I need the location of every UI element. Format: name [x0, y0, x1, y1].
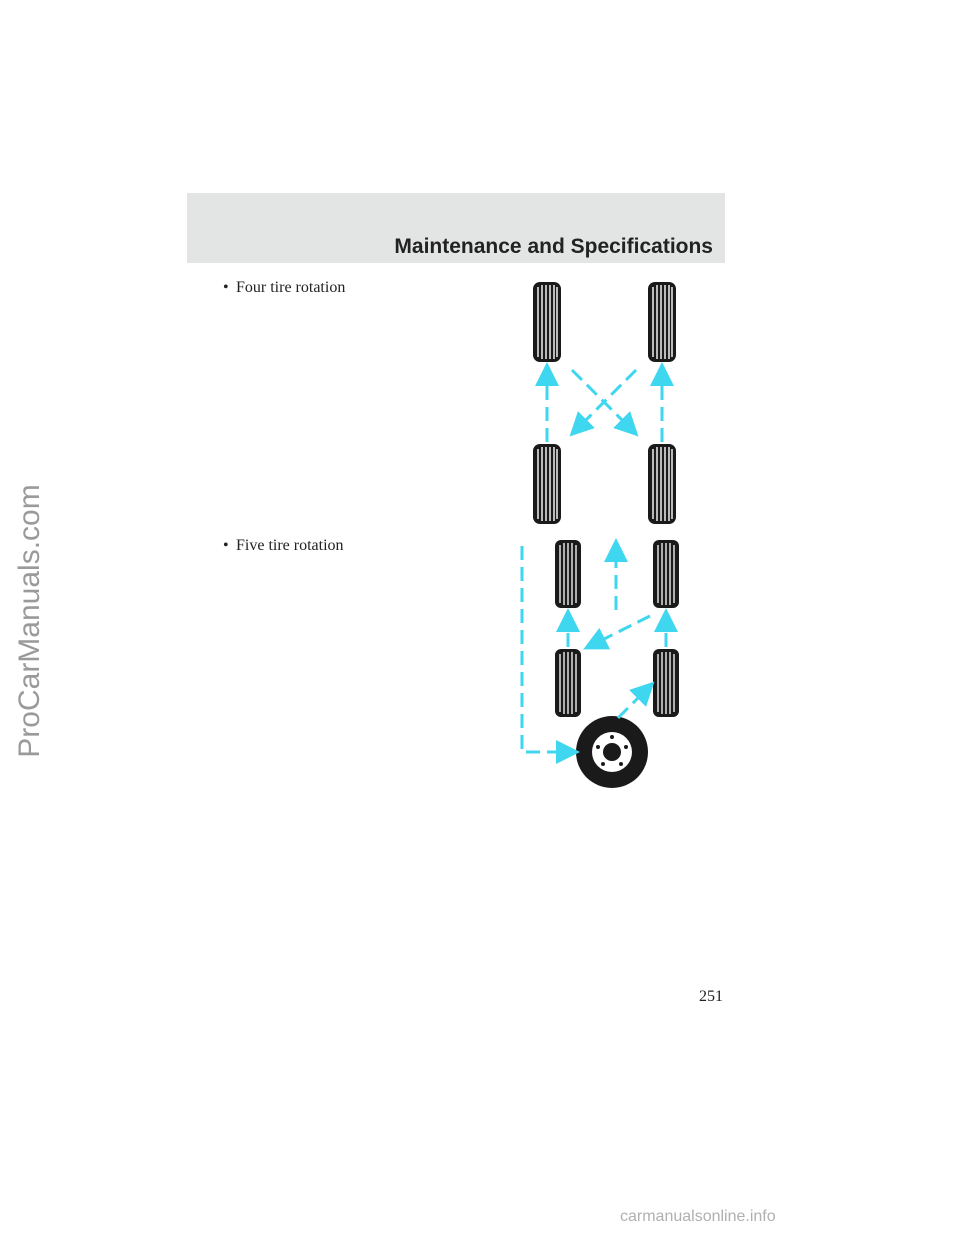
rotation-arrow — [520, 546, 580, 764]
side-watermark: ProCarManuals.com — [0, 0, 60, 1242]
section-title: Maintenance and Specifications — [394, 235, 713, 258]
tire-icon — [648, 444, 676, 524]
side-watermark-text: ProCarManuals.com — [13, 484, 46, 758]
bullet-label: Five tire rotation — [236, 537, 344, 554]
bullet-four-tire-rotation: • Four tire rotation — [223, 279, 345, 297]
section-header-band: Maintenance and Specifications — [187, 193, 725, 263]
bullet-label: Four tire rotation — [236, 279, 346, 296]
tire-icon — [653, 649, 679, 717]
tire-icon — [533, 444, 561, 524]
footer-watermark: carmanualsonline.info — [620, 1208, 776, 1225]
tire-icon — [653, 540, 679, 608]
rotation-arrow — [616, 681, 655, 720]
tire-icon — [555, 540, 581, 608]
tire-icon — [533, 282, 561, 362]
five-tire-rotation-diagram — [520, 538, 679, 788]
rotation-arrow — [569, 368, 638, 437]
tire-icon — [648, 282, 676, 362]
spare-wheel-icon — [576, 716, 648, 788]
bullet-dot: • — [223, 537, 229, 554]
page-number: 251 — [699, 988, 723, 1005]
tire-icon — [555, 649, 581, 717]
rotation-arrow — [583, 614, 651, 650]
bullet-dot: • — [223, 279, 229, 296]
rotation-arrow — [570, 368, 639, 437]
four-tire-rotation-diagram — [533, 282, 676, 524]
bullet-five-tire-rotation: • Five tire rotation — [223, 537, 344, 555]
